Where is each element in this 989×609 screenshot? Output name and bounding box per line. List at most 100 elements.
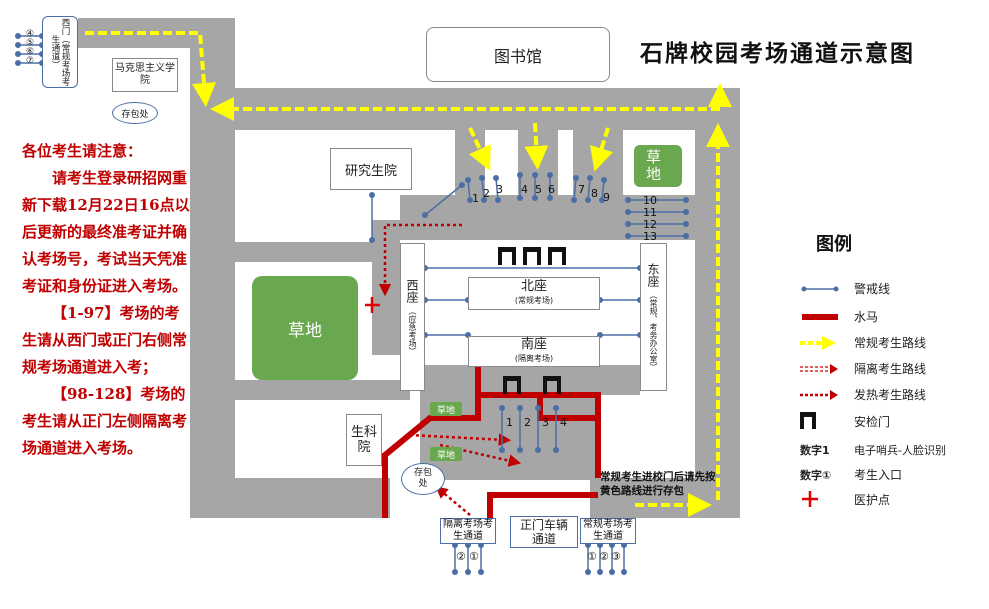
legend-isolation-route: 隔离考生路线 [800,360,926,377]
east-seat-label: 东座 [646,263,660,287]
grass-small-2: 草地 [430,447,462,461]
checkpoint-2: 2 [483,187,490,200]
checkpoint-13: 13 [643,230,657,243]
notice-paragraph-3: 【98-128】考场的考生请从正门左侧隔离考场通道进入考场。 [22,385,188,457]
grass-small-1-label: 草地 [436,405,455,416]
checkpoint-5: 5 [535,183,542,196]
regular-route-icon [800,335,836,350]
storage-bottom: 存包处 [401,463,445,495]
grass-top-right-label: 草地 [646,148,662,183]
north-seat-note: (常规考场) [514,295,554,305]
legend-cordon: 警戒线 [800,280,890,297]
security-gate-icons [498,247,566,394]
legend-label: 发热考生路线 [854,388,927,402]
checkpoint-8: 8 [591,187,598,200]
circled-digit-symbol: 数字① [800,468,832,482]
east-seat: 东座 （常规、考务办公室） [640,243,667,391]
west-seat-note: （应急考场） [408,307,417,355]
legend-security-gate: 安检门 [800,412,890,430]
regular-routes [85,31,732,517]
north-seat: 北座 (常规考场) [468,277,600,310]
digit-symbol: 数字1 [800,444,830,457]
main-gate: 正门车辆通道 [510,516,578,548]
graduate-label: 研究生院 [344,163,397,179]
south-checkpoint-2: 2 [524,416,531,429]
legend-label: 医护点 [854,492,891,507]
checkpoint-6: 6 [548,183,555,196]
storage-note: 常规考生进校门后请先按黄色路线进行存包 [600,471,716,497]
checkpoint-9: 9 [603,191,610,204]
legend-face-recognition: 数字1 电子哨兵-人脸识别 [800,442,946,458]
south-checkpoint-3: 3 [542,416,549,429]
storage-top-label: 存包处 [121,109,149,120]
security-gate-icon [800,412,816,429]
legend-regular-route: 常规考生路线 [800,334,926,351]
checkpoint-4: 4 [521,183,528,196]
medical-cross-icon [365,297,380,313]
legend-title: 图例 [816,234,852,255]
graduate-school: 研究生院 [330,148,412,190]
bioscience-school: 生科院 [346,414,382,466]
west-entrance-4: ④ [26,29,35,39]
storage-bottom-label: 存包处 [413,468,432,489]
regular-channel-box: 常规考场考生通道 [580,518,636,544]
north-seat-label: 北座 [520,278,547,294]
exam-notice: 各位考生请注意： 请考生登录研招网重新下载12月22日16点以后更新的最终准考证… [22,138,194,462]
grass-large: 草地 [252,276,358,380]
checkpoint-11: 11 [643,206,657,219]
west-entrance-5: ⑤ [26,38,35,48]
legend-label: 考生入口 [854,468,903,482]
west-gate-label: 西门（常规考场考生通道） [50,18,70,86]
south-checkpoint-4: 4 [560,416,567,429]
map-title: 石牌校园考场通道示意图 [640,40,915,67]
checkpoint-10: 10 [643,194,657,207]
reg-entrance-1: ① [587,550,597,563]
legend-medical: 医护点 [800,490,890,508]
marxism-school: 马克思主义学院 [112,58,178,92]
legend-water-barrier: 水马 [800,308,878,325]
marxism-label: 马克思主义学院 [115,63,175,86]
legend-label: 安检门 [854,414,891,429]
reg-entrance-2: ② [599,550,609,563]
storage-top: 存包处 [112,102,158,124]
legend-fever-route: 发热考生路线 [800,386,926,403]
legend-label: 常规考生路线 [854,336,927,350]
grass-small-1: 草地 [430,402,462,416]
main-gate-label: 正门车辆通道 [519,518,568,546]
checkpoint-7: 7 [578,183,585,196]
iso-entrance-1: ① [469,550,479,563]
legend-label: 警戒线 [854,282,891,296]
isolation-route-icon [800,363,838,374]
notice-heading: 各位考生请注意： [22,142,143,160]
south-seat-label: 南座 [520,336,547,352]
south-seat: 南座 (隔离考场) [468,336,600,367]
grass-small-2-label: 草地 [436,450,455,461]
notice-paragraph-1: 请考生登录研招网重新下载12月22日16点以后更新的最终准考证并确认考场号，考试… [22,169,190,295]
cordon-line-icon [801,286,839,291]
regular-channel-label: 常规考场考生通道 [583,519,633,542]
legend-label: 电子哨兵-人脸识别 [854,444,946,457]
west-entrance-6: ⑥ [26,47,35,57]
medical-point-icon [802,491,818,507]
east-seat-note: （常规、考务办公室） [649,291,658,371]
west-gate: 西门（常规考场考生通道） [42,16,78,88]
west-entrance-7: ⑦ [26,56,35,66]
fever-route-icon [800,389,838,400]
isolation-channel-box: 隔离考场考生通道 [440,518,496,544]
south-seat-note: (隔离考场) [514,353,554,363]
legend-label: 水马 [854,310,879,324]
bioscience-label: 生科院 [350,425,377,455]
legend-entrance: 数字① 考生入口 [800,466,902,483]
grass-large-label: 草地 [288,320,322,341]
library-label: 图书馆 [493,46,542,66]
west-seat-label: 西座 [405,279,419,303]
west-seat: 西座 （应急考场） [400,243,425,391]
iso-entrance-2: ② [456,550,466,563]
library: 图书馆 [426,27,610,82]
reg-entrance-3: ③ [611,550,621,563]
grass-top-right: 草地 [634,145,682,187]
checkpoint-1: 1 [472,192,479,205]
checkpoint-12: 12 [643,218,657,231]
checkpoint-3: 3 [496,183,503,196]
